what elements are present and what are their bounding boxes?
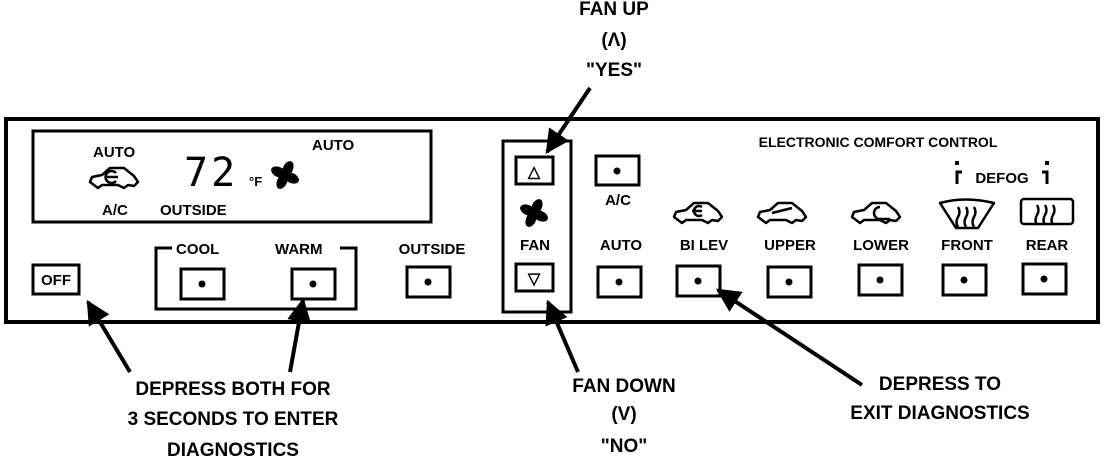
upper-car-icon (756, 201, 808, 225)
temperature-bracket (154, 246, 358, 311)
bilevel-button[interactable] (675, 264, 722, 298)
fan-up-button[interactable] (514, 155, 555, 186)
mode-label-front: FRONT (941, 237, 993, 254)
off-button[interactable] (31, 263, 81, 296)
svg-text:EXIT DIAGNOSTICS: EXIT DIAGNOSTICS (850, 403, 1029, 424)
mode-label-upper: UPPER (764, 237, 816, 254)
outside-label: OUTSIDE (399, 241, 466, 258)
upper-button[interactable] (766, 265, 813, 299)
svg-text:(Λ): (Λ) (601, 30, 626, 51)
fan-label: FAN (520, 237, 550, 254)
display-auto-right: AUTO (312, 137, 355, 154)
exit-diagnostics-annotation: DEPRESS TO EXIT DIAGNOSTICS (715, 288, 1030, 424)
defog-bracket (955, 161, 1049, 184)
display-auto-left: AUTO (93, 144, 136, 161)
car-airflow-icon (88, 166, 140, 190)
fan-down-annotation: FAN DOWN (V) "NO" (545, 299, 676, 457)
display-ac: A/C (102, 202, 128, 219)
mode-label-auto: AUTO (600, 237, 643, 254)
defog-label: DEFOG (975, 170, 1028, 187)
rear-button[interactable] (1021, 262, 1068, 296)
svg-text:FAN DOWN: FAN DOWN (572, 376, 675, 397)
display-outside: OUTSIDE (160, 202, 227, 219)
mode-label-rear: REAR (1026, 237, 1069, 254)
fan-down-symbol: ▽ (527, 271, 541, 288)
fan-up-annotation: FAN UP (Λ) "YES" (545, 0, 649, 154)
lower-button[interactable] (857, 263, 904, 297)
cool-button[interactable] (179, 267, 226, 301)
svg-text:"NO": "NO" (601, 436, 648, 457)
ac-button[interactable] (594, 154, 641, 187)
fan-icon (269, 159, 301, 191)
fan-control-group (501, 139, 573, 314)
lower-car-icon (850, 201, 902, 225)
cool-label: COOL (176, 241, 219, 258)
svg-text:"YES": "YES" (586, 60, 642, 81)
svg-text:FAN UP: FAN UP (579, 0, 649, 20)
temperature-unit: °F (249, 174, 262, 189)
fan-up-symbol: △ (527, 164, 541, 181)
rear-defrost-icon (1019, 197, 1075, 226)
outside-button[interactable] (405, 265, 452, 299)
enter-diagnostics-annotation: DEPRESS BOTH FOR 3 SECONDS TO ENTER DIAG… (86, 297, 339, 460)
fan-icon (518, 197, 550, 229)
fan-down-button[interactable] (514, 262, 555, 293)
ac-label: A/C (605, 192, 631, 209)
svg-text:DEPRESS TO: DEPRESS TO (879, 374, 1001, 395)
bilevel-car-icon (672, 201, 724, 225)
auto-button[interactable] (596, 265, 643, 299)
mode-label-lower: LOWER (853, 237, 909, 254)
svg-text:DIAGNOSTICS: DIAGNOSTICS (167, 440, 299, 460)
svg-text:DEPRESS BOTH FOR: DEPRESS BOTH FOR (135, 379, 331, 400)
front-defrost-icon (938, 198, 996, 230)
front-button[interactable] (941, 263, 988, 297)
warm-label: WARM (275, 241, 323, 258)
warm-button[interactable] (290, 267, 337, 301)
lcd-display: AUTO AUTO A/C OUTSIDE 72 °F (31, 129, 433, 224)
mode-label-bilevel: BI LEV (680, 237, 728, 254)
off-label: OFF (41, 272, 71, 289)
temperature-readout: 72 (184, 150, 238, 196)
svg-text:(V): (V) (611, 404, 636, 425)
panel-title: ELECTRONIC COMFORT CONTROL (759, 134, 998, 150)
svg-text:3 SECONDS TO ENTER: 3 SECONDS TO ENTER (128, 409, 339, 430)
